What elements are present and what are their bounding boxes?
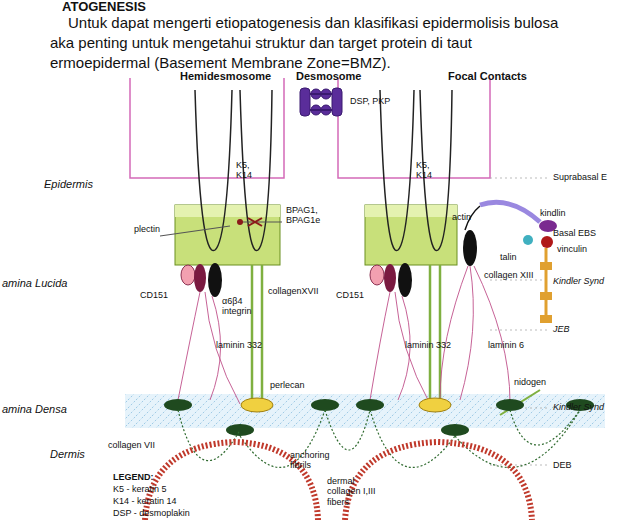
protein-label: vinculin: [557, 244, 587, 254]
protein-label: laminin 332: [216, 340, 262, 350]
protein-label: BPAG1, BPAG1e: [286, 205, 336, 226]
protein-label: laminin 332: [405, 340, 451, 350]
disease-label: Suprabasal E: [553, 172, 607, 182]
disease-label: Kindler Synd: [553, 276, 604, 286]
disease-label: Basal EBS: [553, 228, 596, 238]
protein-label: talin: [500, 252, 517, 262]
protein-label: dermal collagen I,III fibers: [327, 476, 382, 507]
protein-label: anchoring fibrils: [290, 450, 345, 471]
protein-label: actin: [452, 212, 471, 222]
protein-label: collagen XIII: [484, 270, 534, 280]
layer-name: amina Densa: [2, 403, 67, 416]
protein-label: plectin: [134, 224, 160, 234]
layer-name: Epidermis: [44, 178, 93, 191]
layer-name: Dermis: [50, 448, 85, 461]
column-header: Focal Contacts: [448, 70, 527, 83]
legend-heading: LEGEND:: [113, 472, 154, 482]
protein-label: K5, K14: [236, 160, 266, 181]
legend-line: K5 - keratin 5: [113, 484, 167, 494]
disease-label: Kindler Synd: [553, 402, 604, 412]
protein-label: collagen VII: [108, 440, 155, 450]
protein-label: nidogen: [514, 377, 546, 387]
paragraph-line: ermoepidermal (Basement Membrane Zone=BM…: [50, 54, 391, 71]
legend-line: K14 - keratin 14: [113, 496, 177, 506]
protein-label: CD151: [140, 290, 168, 300]
column-header: Hemidesmosome: [180, 70, 271, 83]
protein-label: perlecan: [270, 380, 305, 390]
protein-label: α6β4 integrin: [222, 296, 262, 317]
protein-label: laminin 6: [488, 340, 524, 350]
paragraph-line: aka penting untuk mengetahui struktur da…: [50, 34, 472, 51]
protein-label: collagenXVII: [268, 286, 319, 296]
protein-label: CD151: [336, 290, 364, 300]
protein-label: K5, K14: [416, 160, 446, 181]
protein-label: kindlin: [540, 208, 566, 218]
heading: ATOGENESIS: [62, 0, 146, 15]
column-header: Desmosome: [296, 70, 361, 83]
disease-label: DEB: [553, 460, 572, 470]
layer-name: amina Lucida: [2, 277, 67, 290]
paragraph-line: Untuk dapat mengerti etiopatogenesis dan…: [68, 14, 558, 31]
disease-label: JEB: [553, 324, 570, 334]
legend-line: DSP - desmoplakin: [113, 508, 190, 518]
protein-label: DSP, PKP: [350, 96, 390, 106]
